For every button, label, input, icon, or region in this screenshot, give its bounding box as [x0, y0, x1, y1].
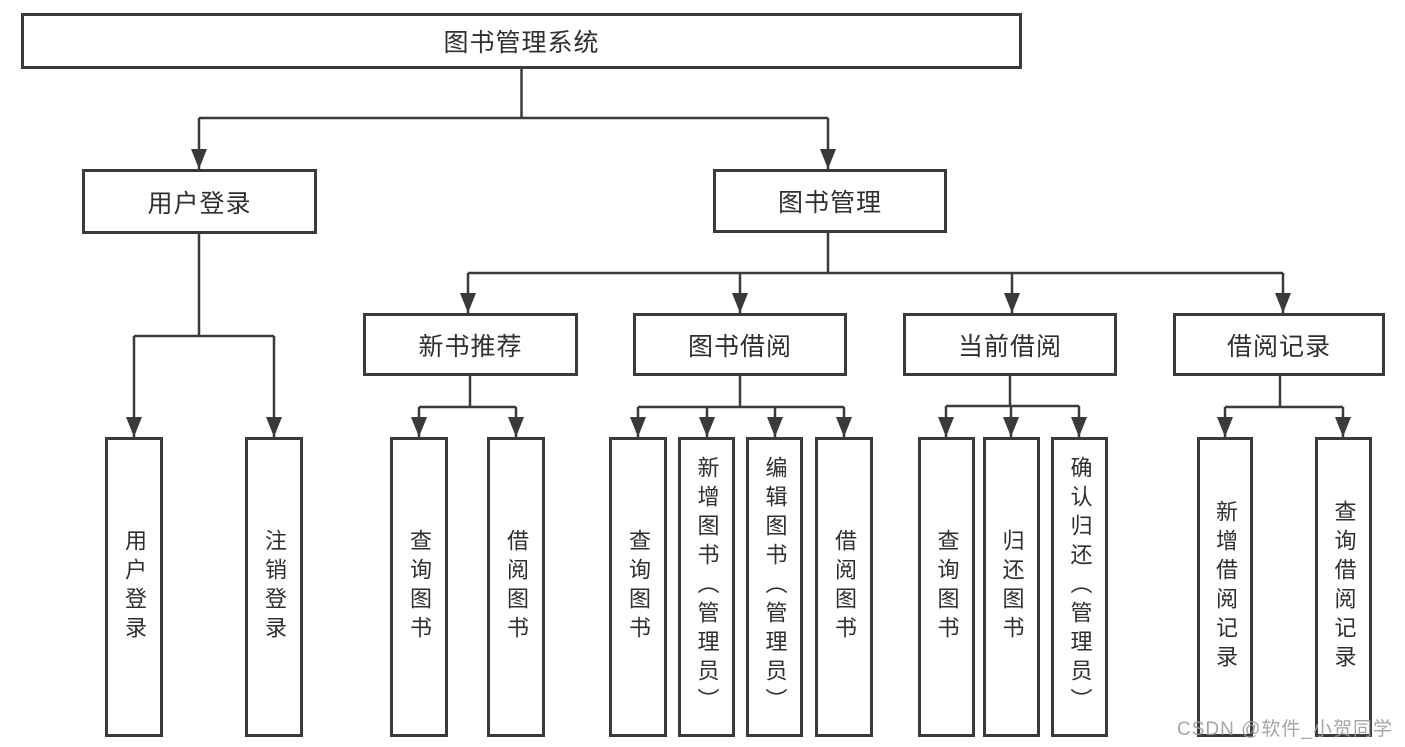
leaf-confirm-return-admin: 确认归还（管理员）	[1051, 437, 1108, 737]
leaf-borrow-books: 借阅图书	[487, 437, 545, 737]
leaf-add-book-admin: 新增图书（管理员）	[678, 437, 735, 737]
leaf-borrow-books: 借阅图书	[815, 437, 873, 737]
leaf-query-books: 查询图书	[609, 437, 667, 737]
watermark: CSDN @软件_小贺同学	[1177, 719, 1393, 740]
leaf-logout: 注销登录	[245, 437, 303, 737]
node-new-book-recommend: 新书推荐	[363, 313, 578, 376]
node-user-login: 用户登录	[82, 169, 317, 234]
node-book-borrow: 图书借阅	[633, 313, 847, 376]
leaf-query-borrow-record: 查询借阅记录	[1315, 437, 1372, 737]
leaf-query-books: 查询图书	[918, 437, 975, 737]
node-current-borrow: 当前借阅	[903, 313, 1117, 376]
leaf-add-borrow-record: 新增借阅记录	[1197, 437, 1253, 737]
leaf-user-login: 用户登录	[105, 437, 163, 737]
leaf-query-books: 查询图书	[390, 437, 448, 737]
leaf-edit-book-admin: 编辑图书（管理员）	[746, 437, 803, 737]
leaf-return-books: 归还图书	[983, 437, 1040, 737]
node-library-management-system: 图书管理系统	[21, 13, 1022, 69]
node-book-management: 图书管理	[713, 169, 947, 233]
node-borrow-records: 借阅记录	[1173, 313, 1385, 376]
